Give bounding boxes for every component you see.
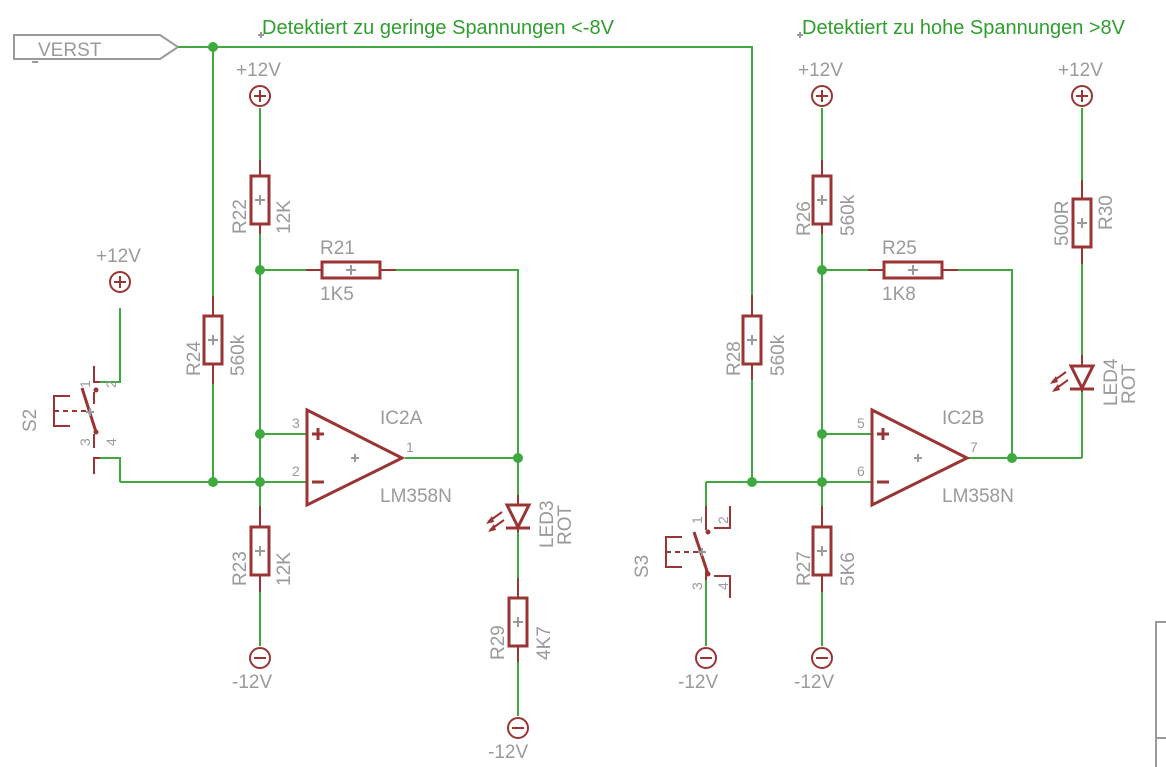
svg-text:4K7: 4K7 — [534, 626, 555, 660]
opamp-ic2b: 5 6 7 IC2B LM358N — [857, 407, 1014, 508]
svg-text:LED3: LED3 — [537, 500, 558, 548]
title-frame — [1155, 621, 1166, 767]
supply-neg-2: -12V — [488, 717, 529, 763]
supply-pos-1: +12V — [236, 60, 281, 107]
wires — [100, 46, 1083, 716]
svg-text:IC2A: IC2A — [380, 408, 423, 429]
svg-text:6: 6 — [857, 463, 865, 479]
led-led4: LED4 ROT — [1050, 355, 1140, 406]
svg-text:560k: 560k — [228, 334, 249, 376]
svg-text:S3: S3 — [632, 555, 653, 578]
svg-text:560k: 560k — [768, 334, 789, 376]
svg-text:S2: S2 — [20, 409, 41, 432]
net-label-verst: VERST — [13, 34, 180, 63]
svg-text:2: 2 — [103, 380, 119, 388]
resistor-r22: R22 12K — [230, 160, 295, 234]
svg-text:ROT: ROT — [555, 505, 576, 546]
svg-text:1K5: 1K5 — [320, 284, 354, 305]
svg-text:R30: R30 — [1096, 195, 1117, 230]
svg-text:560k: 560k — [838, 194, 859, 236]
svg-text:5: 5 — [857, 415, 865, 431]
svg-text:R29: R29 — [488, 625, 509, 660]
svg-text:LM358N: LM358N — [380, 486, 452, 507]
supply-pos-4: +12V — [1058, 60, 1103, 107]
svg-text:-12V: -12V — [232, 672, 272, 693]
svg-text:+12V: +12V — [798, 60, 843, 81]
supply-neg-3: -12V — [678, 647, 718, 693]
note-left: Detektiert zu geringe Spannungen <-8V — [262, 17, 615, 39]
junctions — [208, 42, 1017, 487]
svg-text:1: 1 — [406, 439, 414, 455]
svg-text:4: 4 — [103, 438, 119, 446]
svg-text:IC2B: IC2B — [942, 408, 984, 429]
svg-text:2: 2 — [292, 463, 300, 479]
svg-text:R26: R26 — [794, 201, 815, 236]
svg-text:R21: R21 — [320, 238, 355, 259]
svg-text:3: 3 — [689, 582, 705, 590]
resistor-r23: R23 12K — [230, 506, 295, 592]
resistor-r25: R25 1K8 — [868, 238, 958, 305]
svg-text:R24: R24 — [184, 341, 205, 376]
svg-text:5K6: 5K6 — [838, 552, 859, 586]
led-led3: LED3 ROT — [486, 495, 576, 548]
svg-text:R23: R23 — [230, 551, 251, 586]
svg-text:1: 1 — [77, 380, 93, 388]
resistor-r29: R29 4K7 — [488, 578, 555, 662]
svg-text:R28: R28 — [724, 341, 745, 376]
svg-text:1K8: 1K8 — [882, 284, 916, 305]
svg-text:3: 3 — [77, 438, 93, 446]
svg-text:VERST: VERST — [38, 40, 102, 61]
supply-neg-4: -12V — [794, 647, 834, 693]
svg-text:+12V: +12V — [236, 60, 281, 81]
svg-text:R25: R25 — [882, 238, 917, 259]
switch-s3: S3 1 2 3 4 — [632, 506, 731, 598]
resistor-r27: R27 5K6 — [794, 506, 859, 592]
svg-text:+12V: +12V — [1058, 60, 1103, 81]
resistor-r28: R28 560k — [724, 295, 789, 380]
supply-neg-1: -12V — [232, 647, 272, 693]
opamp-ic2a: 3 2 1 IC2A LM358N — [292, 407, 452, 508]
svg-text:R22: R22 — [230, 199, 251, 234]
svg-text:4: 4 — [715, 582, 731, 590]
resistor-r30: 500R R30 — [1052, 180, 1117, 264]
svg-text:1: 1 — [689, 516, 705, 524]
svg-text:+12V: +12V — [96, 246, 141, 267]
supply-pos-2: +12V — [96, 246, 141, 293]
switch-s2: S2 1 2 3 4 — [20, 366, 119, 474]
svg-text:ROT: ROT — [1119, 364, 1140, 405]
svg-text:R27: R27 — [794, 551, 815, 586]
svg-text:-12V: -12V — [678, 672, 718, 693]
svg-text:500R: 500R — [1052, 201, 1073, 246]
svg-text:3: 3 — [292, 415, 300, 431]
supply-pos-3: +12V — [798, 60, 843, 107]
svg-text:12K: 12K — [274, 200, 295, 234]
resistor-r24: R24 560k — [184, 296, 249, 384]
note-right: Detektiert zu hohe Spannungen >8V — [802, 17, 1126, 39]
svg-text:LED4: LED4 — [1101, 358, 1122, 406]
svg-text:LM358N: LM358N — [942, 486, 1014, 507]
resistor-r21: R21 1K5 — [306, 238, 396, 305]
resistor-r26: R26 560k — [794, 160, 859, 236]
svg-text:7: 7 — [970, 439, 978, 455]
svg-text:-12V: -12V — [794, 672, 834, 693]
svg-text:2: 2 — [715, 516, 731, 524]
svg-text:12K: 12K — [274, 552, 295, 586]
svg-text:-12V: -12V — [488, 742, 528, 763]
